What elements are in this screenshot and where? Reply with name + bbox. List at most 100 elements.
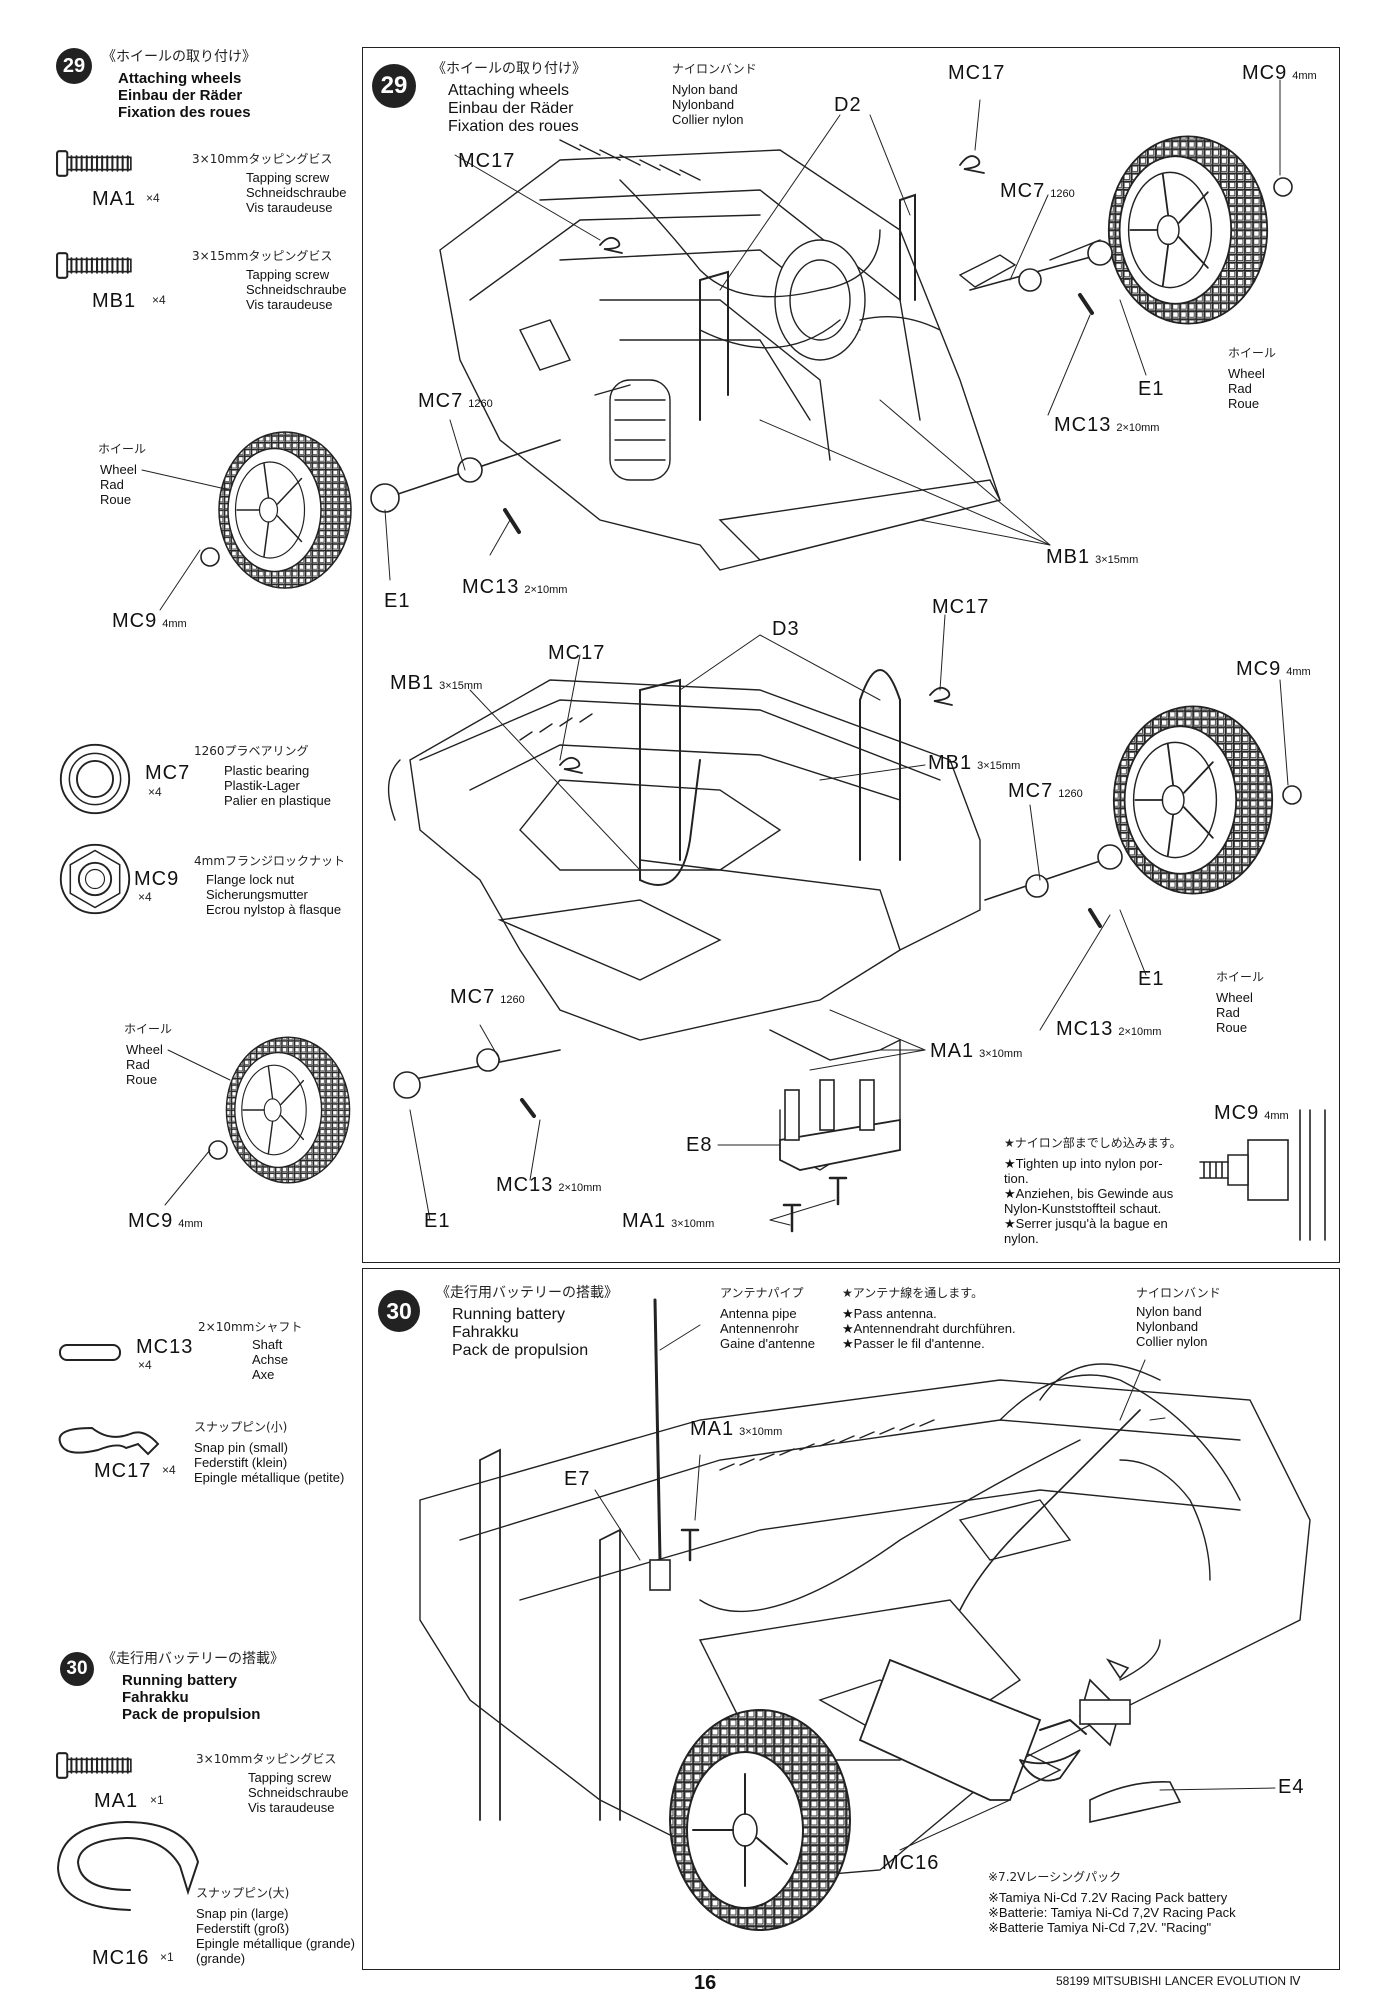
part-qty: ×4 <box>146 191 160 205</box>
part-qty: ×4 <box>148 785 162 799</box>
part-code: MC13 <box>136 1336 194 1358</box>
battery-note: ※Tamiya Ni-Cd 7.2V Racing Pack battery ※… <box>988 1890 1236 1935</box>
part-name-de: Schneidschraube <box>248 1785 349 1800</box>
step29-frame-title-de: Einbau der Räder <box>448 100 574 117</box>
battery-jp: ※7.2Vレーシングパック <box>988 1870 1122 1884</box>
part-name-en: Snap pin (large) <box>196 1906 289 1921</box>
label-mc17: MC17 <box>548 642 606 664</box>
part-spec-jp: 3×10mmタッピングビス <box>196 1752 337 1766</box>
part-name-fr: Axe <box>252 1367 275 1382</box>
part-code: MC7 <box>145 762 191 784</box>
label-e7: E7 <box>564 1468 591 1490</box>
label-e8: E8 <box>686 1134 713 1156</box>
part-code: MC9 <box>134 868 180 890</box>
step30-frame-title-de: Fahrakku <box>452 1324 519 1341</box>
part-name-en: Tapping screw <box>246 170 330 185</box>
part-name-extra: (grande) <box>196 1951 246 1966</box>
part-name-de: Achse <box>252 1352 289 1367</box>
tighten-jp: ★ナイロン部までしめ込みます。 <box>1004 1136 1182 1150</box>
step30-title-fr: Pack de propulsion <box>122 1706 261 1723</box>
part-qty: ×4 <box>138 890 152 904</box>
part-code: MA1 <box>92 188 137 210</box>
step30-title-en: Running battery <box>122 1672 237 1689</box>
step29-title-jp: 《ホイールの取り付け》 <box>102 49 256 65</box>
part-spec-jp: 4mmフランジロックナット <box>194 854 346 868</box>
part-name-de: Federstift (groß) <box>196 1921 290 1936</box>
nylon-band-label: Nylon band Nylonband Collier nylon <box>1136 1304 1208 1349</box>
step29-title-fr: Fixation des roues <box>118 104 251 121</box>
label-d2: D2 <box>834 94 862 116</box>
part-spec-jp: 2×10mmシャフト <box>198 1320 303 1334</box>
part-name-fr: Epingle métallique (petite) <box>194 1470 345 1485</box>
part-spec-jp: 1260プラベアリング <box>194 744 309 758</box>
part-name-fr: Ecrou nylstop à flasque <box>206 902 342 917</box>
step29-title-en: Attaching wheels <box>118 70 242 87</box>
part-code: MC17 <box>94 1460 152 1482</box>
step30-frame-title-fr: Pack de propulsion <box>452 1342 589 1359</box>
part-name-en: Tapping screw <box>248 1770 332 1785</box>
part-name-de: Plastik-Lager <box>224 778 300 793</box>
wheel-label: Wheel Rad Roue <box>1216 990 1253 1035</box>
part-spec-jp: 3×10mmタッピングビス <box>192 152 333 166</box>
part-spec-jp: スナップピン(小) <box>194 1420 288 1434</box>
part-qty: ×4 <box>152 293 166 307</box>
wheel-jp: ホイール <box>98 442 147 456</box>
part-name-en: Tapping screw <box>246 267 330 282</box>
wheel-label: Wheel Rad Roue <box>1228 366 1265 411</box>
step30-title-jp: 《走行用バッテリーの搭載》 <box>102 1651 284 1667</box>
label-mc17: MC17 <box>458 150 516 172</box>
part-name-de: Schneidschraube <box>246 282 347 297</box>
step29-badge: 29 <box>56 48 92 84</box>
label-e1: E1 <box>1138 968 1165 990</box>
step29-frame-title-en: Attaching wheels <box>448 82 569 99</box>
part-name-fr: Vis taraudeuse <box>246 297 333 312</box>
part-name-en: Shaft <box>252 1337 283 1352</box>
label-mc17: MC17 <box>948 62 1006 84</box>
part-name-fr: Epingle métallique (grande) <box>196 1936 355 1951</box>
step30-title-de: Fahrakku <box>122 1689 189 1706</box>
nylon-band-label: Nylon band Nylonband Collier nylon <box>672 82 744 127</box>
part-name-en: Snap pin (small) <box>194 1440 288 1455</box>
lower-chassis-drawing <box>387 679 981 1171</box>
part-name-fr: Vis taraudeuse <box>248 1800 335 1815</box>
step30-frame-title-jp: 《走行用バッテリーの搭載》 <box>436 1285 618 1301</box>
pass-antenna-jp: ★アンテナ線を通します。 <box>842 1286 984 1300</box>
label-e1: E1 <box>424 1210 451 1232</box>
part-name-de: Schneidschraube <box>246 185 347 200</box>
step30-frame <box>362 1268 1340 1970</box>
wheel-jp: ホイール <box>1228 346 1277 360</box>
part-qty: ×4 <box>162 1463 176 1477</box>
wheel-label: Wheel Rad Roue <box>126 1042 163 1087</box>
step29-frame-title-fr: Fixation des roues <box>448 118 579 135</box>
part-qty: ×1 <box>160 1950 174 1964</box>
step29-frame-title-jp: 《ホイールの取り付け》 <box>432 61 586 77</box>
part-name-de: Sicherungsmutter <box>206 887 308 902</box>
step29-frame-badge: 29 <box>372 64 416 108</box>
part-name-fr: Vis taraudeuse <box>246 200 333 215</box>
antenna-pipe-label: Antenna pipe Antennenrohr Gaine d'antenn… <box>720 1306 816 1351</box>
part-spec-jp: 3×15mmタッピングビス <box>192 249 333 263</box>
wheel-label: Wheel Rad Roue <box>100 462 137 507</box>
part-code: MA1 <box>94 1790 139 1812</box>
part-name-fr: Palier en plastique <box>224 793 331 808</box>
leader-lines <box>141 79 1289 1851</box>
part-qty: ×4 <box>138 1358 152 1372</box>
part-code: MB1 <box>92 290 137 312</box>
part-name-de: Federstift (klein) <box>194 1455 288 1470</box>
nylon-band-jp: ナイロンバンド <box>672 62 757 76</box>
label-mc16: MC16 <box>882 1852 940 1874</box>
